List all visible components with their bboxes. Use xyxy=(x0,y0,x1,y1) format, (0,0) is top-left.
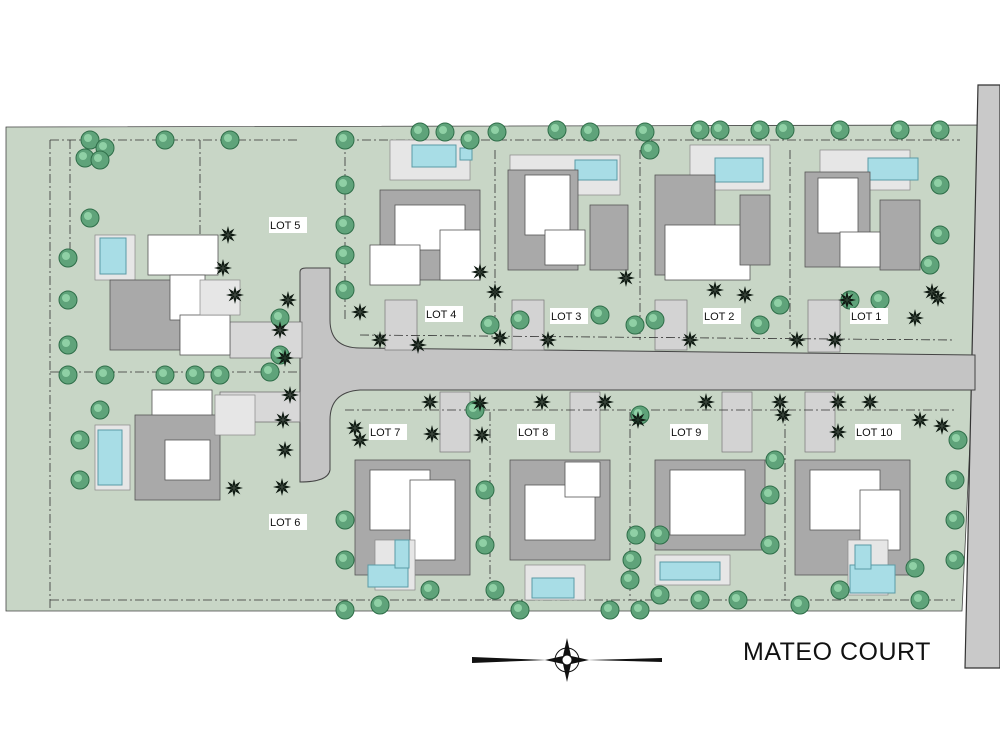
lot-label-5: LOT 5 xyxy=(270,220,300,232)
street-name-label: MATEO COURT xyxy=(743,638,931,666)
house-lot-10 xyxy=(794,459,911,596)
house-lot-2 xyxy=(654,144,771,281)
lot-label-10: LOT 10 xyxy=(856,427,893,439)
house-lot-3 xyxy=(507,154,629,271)
boulevard-road xyxy=(964,84,1000,669)
mateo-court-road xyxy=(299,267,976,483)
driveways xyxy=(384,299,841,453)
lot-label-6: LOT 6 xyxy=(270,517,300,529)
lot-labels: LOT 1 LOT 2 LOT 3 LOT 4 LOT 5 LOT 6 LOT … xyxy=(269,217,901,530)
lot-label-1: LOT 1 xyxy=(851,311,881,323)
lot-label-7: LOT 7 xyxy=(370,427,400,439)
lot-label-8: LOT 8 xyxy=(518,427,548,439)
road-stub-left xyxy=(229,321,303,359)
lot-label-3: LOT 3 xyxy=(551,311,581,323)
compass-rose-icon xyxy=(472,638,662,682)
trees xyxy=(58,120,968,620)
house-lot-5 xyxy=(94,234,241,356)
house-lot-4 xyxy=(369,139,481,286)
house-lot-7 xyxy=(354,459,471,591)
lot-label-9: LOT 9 xyxy=(671,427,701,439)
lot-label-2: LOT 2 xyxy=(704,311,734,323)
house-lot-9 xyxy=(654,459,766,586)
house-lot-6 xyxy=(94,389,256,501)
lot-label-4: LOT 4 xyxy=(426,309,456,321)
house-lot-1 xyxy=(804,149,921,271)
house-lot-8 xyxy=(509,459,611,601)
palm-trees xyxy=(214,226,951,497)
